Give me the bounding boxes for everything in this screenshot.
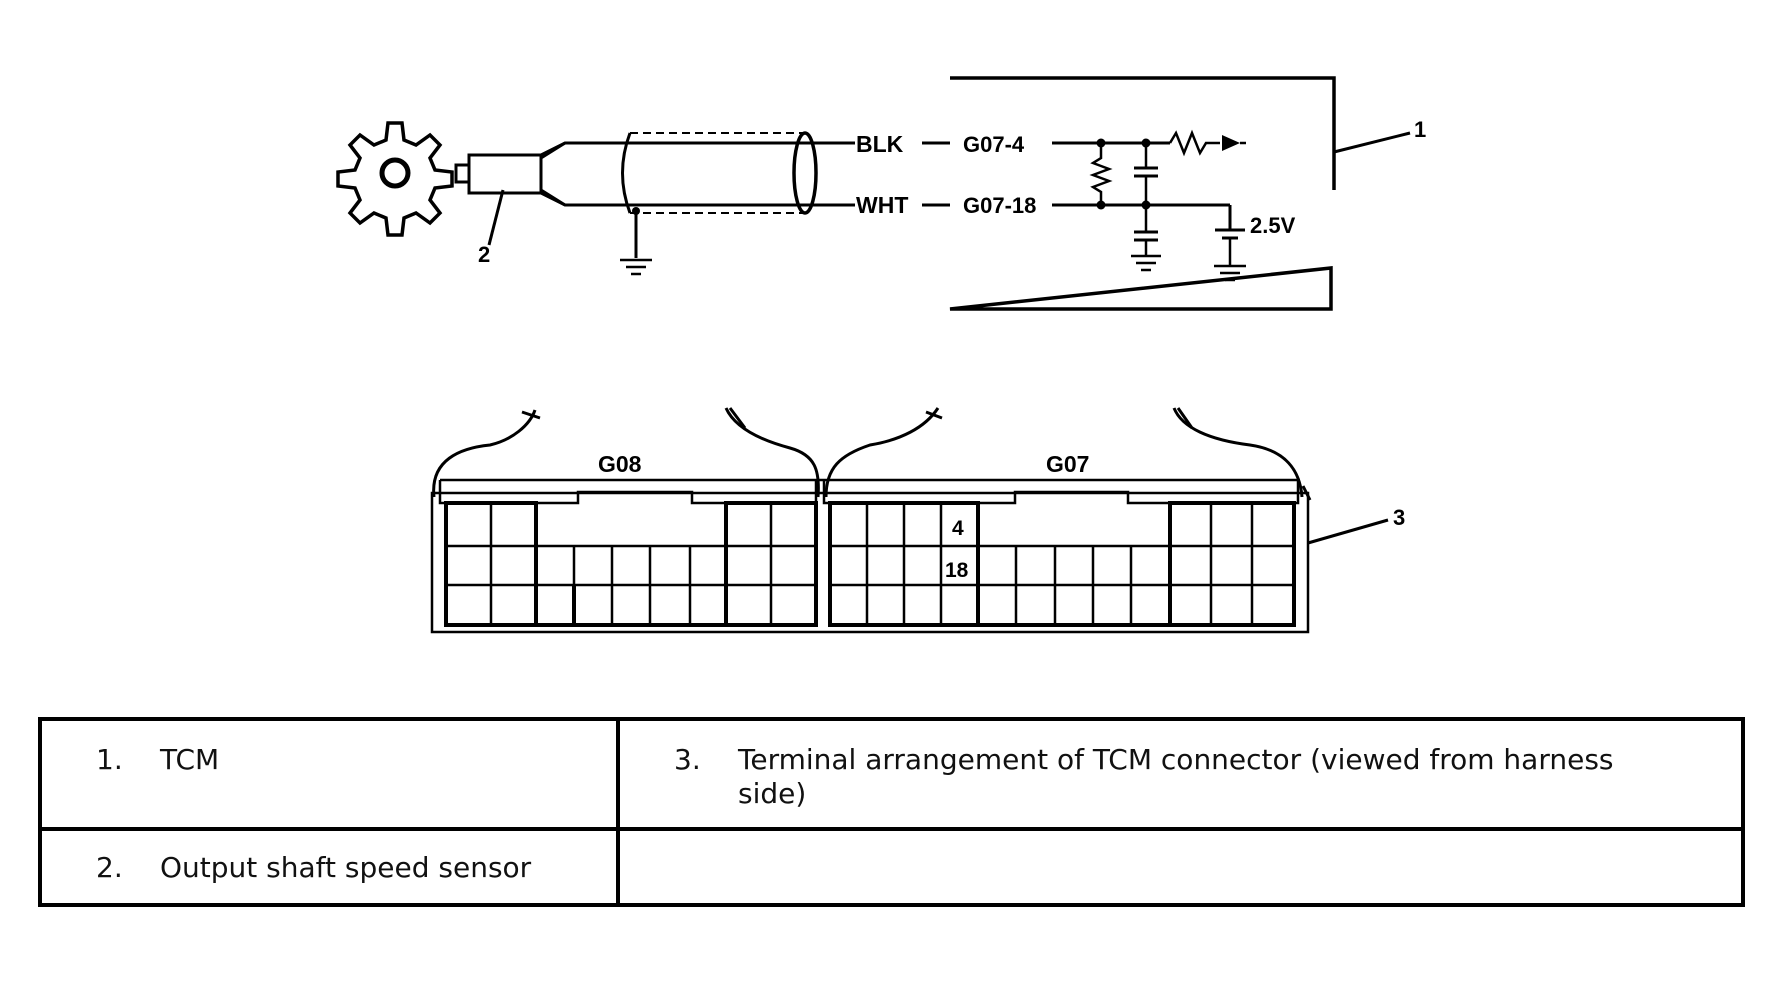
legend-text: Output shaft speed sensor [160, 851, 532, 885]
resistor-icon [1168, 129, 1246, 157]
gear-icon [336, 121, 454, 237]
wire-label-blk: BLK [856, 131, 904, 157]
callout-2-leader [487, 189, 505, 246]
tcm-input-circuit [1052, 129, 1246, 282]
legend-text: TCM [160, 743, 220, 776]
tcm-pin-g07-4: G07-4 [963, 132, 1025, 157]
resistor-icon [1089, 143, 1113, 205]
connector-label-g08: G08 [598, 451, 642, 477]
legend-number: 3. [674, 743, 701, 776]
ground-icon [1131, 254, 1161, 272]
wire-label-wht: WHT [856, 192, 908, 218]
legend-number: 2. [96, 851, 123, 885]
tcm-pin-g07-18: G07-18 [963, 193, 1036, 218]
callout-2: 2 [478, 242, 490, 267]
shielded-cable [565, 131, 855, 258]
connector-label-g07: G07 [1046, 451, 1089, 477]
legend-text: Terminal arrangement of TCM connector (v… [738, 743, 1614, 810]
tcm-connector [430, 407, 1312, 634]
legend-cell: 3. Terminal arrangement of TCM connector… [616, 716, 1745, 832]
tcm-box [949, 76, 1336, 311]
capacitor-icon [1134, 143, 1158, 205]
legend-cell: 1. TCM [38, 716, 620, 832]
legend-cell: 2. Output shaft speed sensor [38, 827, 620, 907]
capacitor-icon [1134, 205, 1158, 256]
ground-icon [620, 258, 652, 276]
legend-cell-empty [616, 827, 1745, 907]
callout-3: 3 [1393, 505, 1405, 530]
legend-table: 1. TCM 3. Terminal arrangement of TCM co… [38, 716, 1745, 907]
wiring-diagram: 2 BLK WHT G07-4 G07-18 [336, 76, 1426, 634]
callout-1: 1 [1414, 117, 1426, 142]
voltage-label: 2.5V [1250, 213, 1296, 238]
terminal-label-18: 18 [945, 559, 969, 582]
voltage-source-icon [1215, 228, 1245, 266]
callout-1-leader [1333, 131, 1411, 154]
callout-3-leader [1307, 518, 1389, 545]
terminal-label-4: 4 [952, 517, 964, 540]
legend-number: 1. [96, 743, 123, 776]
speed-sensor-icon [454, 141, 600, 207]
terminal-block [1168, 501, 1296, 627]
ground-icon [1214, 264, 1246, 282]
